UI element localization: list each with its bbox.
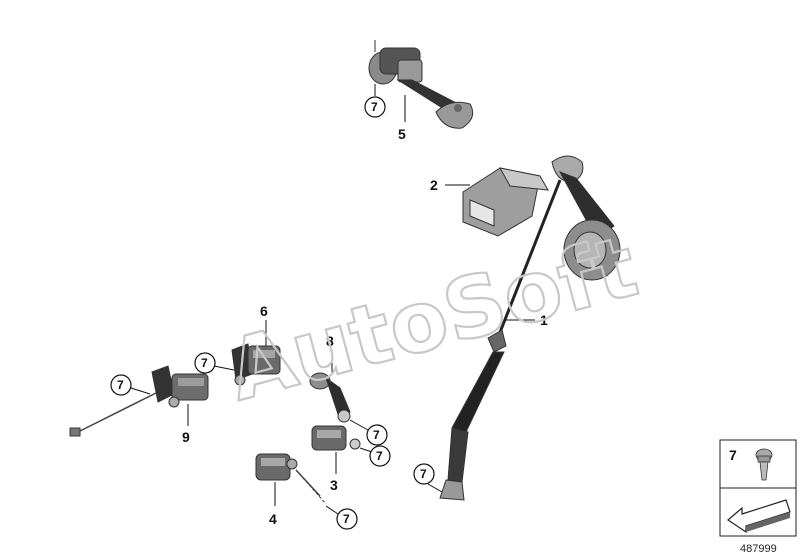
- part-2-front-belt-retractor[interactable]: [462, 167, 549, 237]
- label-4: 4: [269, 511, 277, 527]
- label-5: 5: [398, 126, 406, 142]
- part-6-belt-buckle[interactable]: [231, 343, 281, 386]
- callout-7-mid: 7: [194, 352, 235, 374]
- label-2: 2: [430, 177, 438, 193]
- callout-7-bottom: 7: [325, 505, 358, 530]
- part-5-rear-belt-retractor[interactable]: [368, 40, 474, 129]
- part-9-belt-buckle-with-cable[interactable]: [69, 365, 209, 437]
- label-8: 8: [326, 333, 334, 349]
- callout-4: 4: [269, 482, 277, 527]
- circle-7-left: 7: [117, 378, 124, 392]
- circle-7-mid: 7: [201, 356, 208, 370]
- watermark-text: AutoSoft: [218, 217, 647, 420]
- circle-7-bottom: 7: [343, 512, 350, 526]
- callout-6: 6: [260, 303, 268, 346]
- part-4-belt-buckle-with-cable[interactable]: [255, 453, 327, 505]
- diagram-number: 487999: [740, 543, 777, 555]
- callout-7-belt: 7: [413, 463, 443, 493]
- circle-7-r2: 7: [376, 449, 383, 463]
- label-3: 3: [330, 477, 338, 493]
- circle-7-r1: 7: [373, 428, 380, 442]
- callout-7-left: 7: [110, 374, 151, 396]
- circle-7-top: 7: [371, 100, 378, 114]
- arrow-icon: [727, 499, 791, 534]
- callout-2: 2: [430, 177, 470, 193]
- label-1: 1: [540, 312, 548, 328]
- part-3-belt-buckle[interactable]: [311, 425, 361, 451]
- callout-7-r1: 7: [349, 419, 388, 446]
- callout-3: 3: [330, 452, 338, 493]
- callout-7-top: 7: [364, 84, 386, 118]
- legend-box: 7: [719, 439, 797, 537]
- callout-1: 1: [505, 312, 548, 328]
- bolt-icon: [755, 448, 773, 481]
- label-6: 6: [260, 303, 268, 319]
- part-8-belt-latch[interactable]: [309, 372, 351, 423]
- callout-9: 9: [182, 404, 190, 445]
- callout-8: 8: [326, 333, 334, 374]
- legend-label-7: 7: [729, 447, 737, 463]
- callout-7-r2: 7: [359, 445, 391, 467]
- label-9: 9: [182, 429, 190, 445]
- callout-5: 5: [398, 95, 406, 142]
- part-1-front-seat-belt[interactable]: [439, 155, 621, 501]
- circle-7-belt: 7: [420, 467, 427, 481]
